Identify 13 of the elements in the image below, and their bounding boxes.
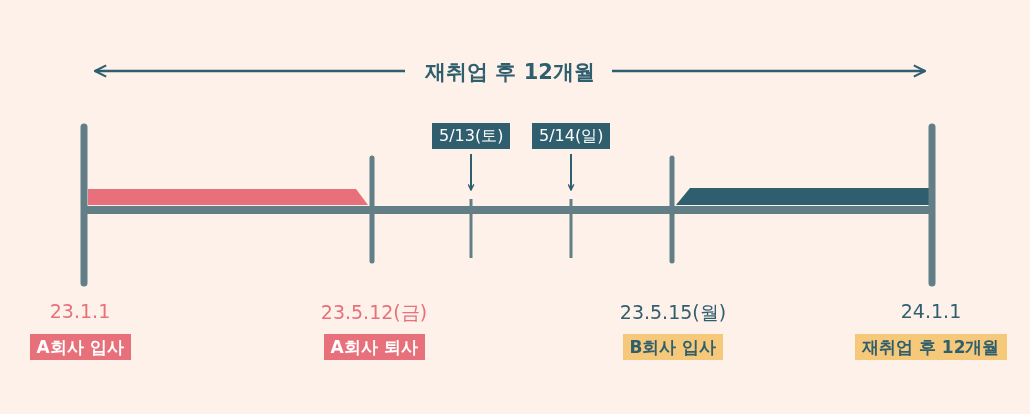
- date-label: 23.5.15(월): [618, 300, 728, 325]
- duration-label: 재취업 후 12개월: [424, 59, 596, 86]
- arrow: [467, 153, 475, 191]
- event-tag: B회사 입사: [622, 334, 724, 360]
- arrow: [567, 153, 575, 191]
- date-tag: 5/13(토): [432, 123, 511, 149]
- date-label: 23.5.12(금): [319, 300, 429, 325]
- event-tag: 재취업 후 12개월: [855, 334, 1007, 360]
- date-tag: 5/14(일): [532, 123, 611, 149]
- event-tag: A회사 퇴사: [323, 334, 425, 360]
- date-label: 24.1.1: [899, 300, 963, 322]
- event-tag: A회사 입사: [29, 334, 131, 360]
- date-label: 23.1.1: [48, 300, 112, 322]
